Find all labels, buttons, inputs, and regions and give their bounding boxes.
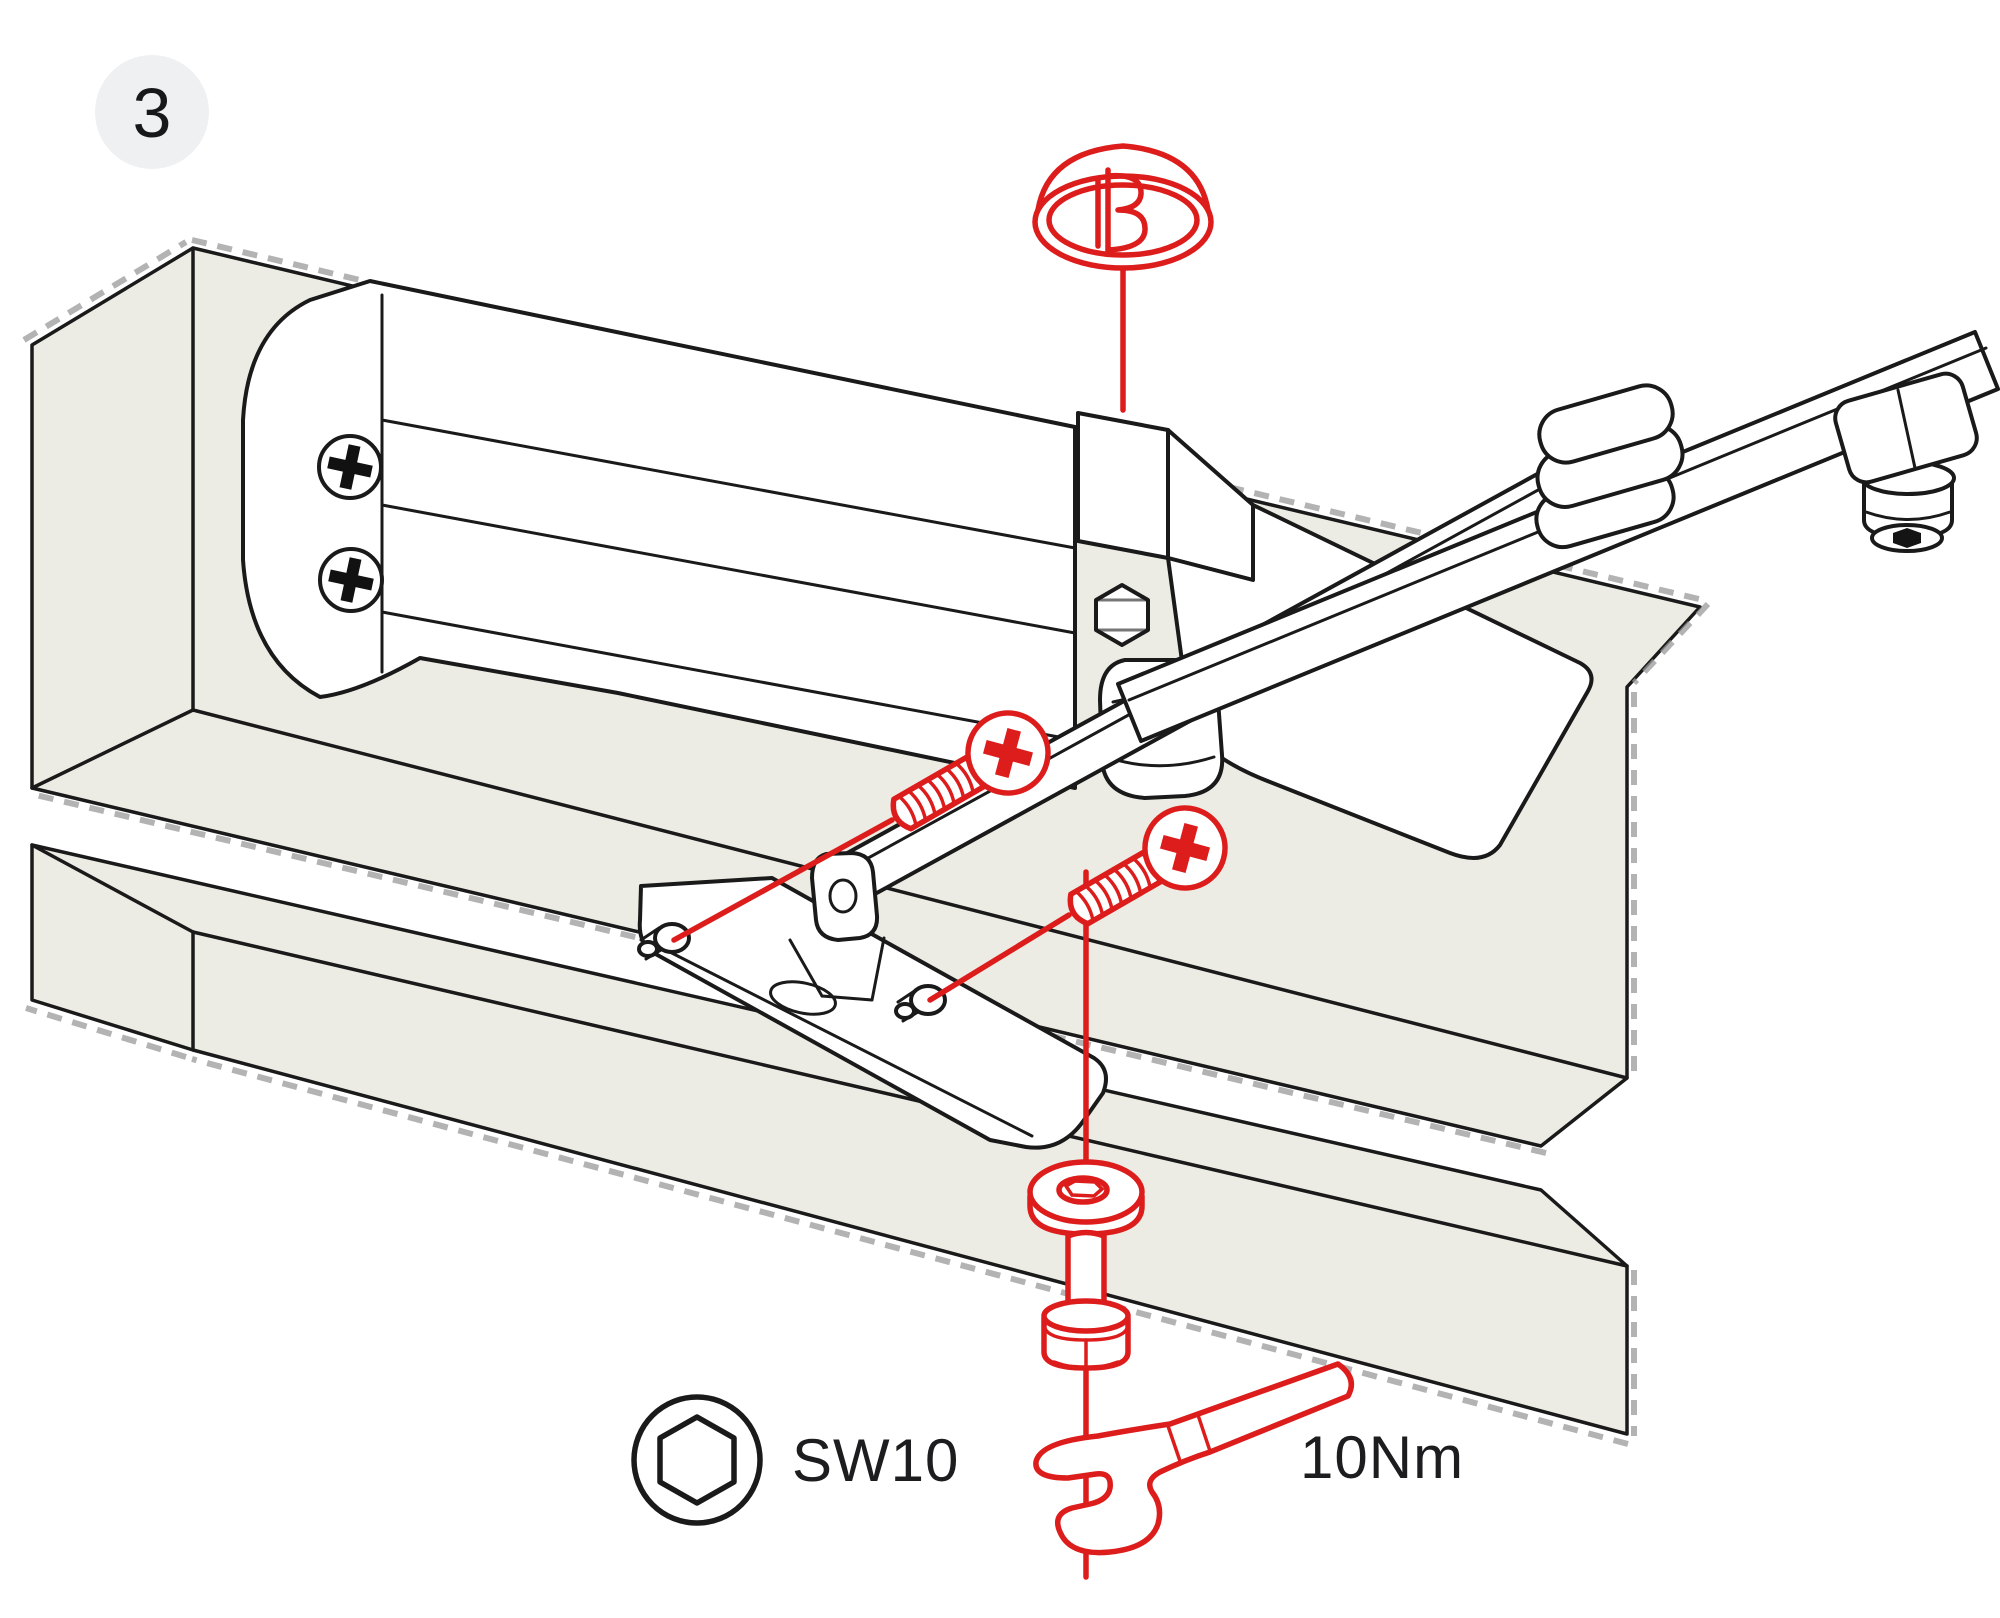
- cover-cap: [1032, 143, 1214, 271]
- bolt-shaft: [1065, 1229, 1107, 1315]
- pinion-boss: [1076, 411, 1170, 560]
- door-top-near-edge: [191, 930, 1629, 1268]
- adjuster-step: [1864, 510, 1952, 521]
- adjuster-plate-split: [1896, 388, 1917, 470]
- bracket-pivot-hole: [828, 878, 858, 914]
- bracket-plate-edge: [656, 944, 1034, 1138]
- cover-cap-inner-rim: [1046, 182, 1200, 258]
- bracket-pin-left: [637, 922, 691, 961]
- bracket-slot: [769, 980, 837, 1016]
- arm-end-adjuster: [1833, 371, 1979, 553]
- pinion-hex-nut-facet: [1094, 598, 1150, 632]
- bracket-gusset: [788, 936, 886, 1002]
- arm-elbow-joint: [1534, 383, 1685, 550]
- open-end-wrench: [1033, 1361, 1355, 1556]
- cover-cap-slot: [1095, 167, 1148, 255]
- torque-label: 10Nm: [1300, 1424, 1464, 1491]
- door-closer-body: [241, 279, 1594, 860]
- bracket-pivot-lug: [810, 851, 880, 942]
- frame-bottom-near-edge: [191, 708, 1629, 1080]
- frame-bottom-left-edge: [30, 708, 195, 790]
- bolt-flange: [1041, 1298, 1131, 1334]
- body-rib-3: [380, 610, 1077, 742]
- closer-body-shell: [241, 279, 1077, 790]
- bracket-plate: [637, 876, 1108, 1150]
- washer: [1027, 1159, 1145, 1237]
- tool-size-label: SW10: [792, 1427, 959, 1494]
- step-badge-circle: [95, 55, 209, 169]
- adjuster-hex-hole: [1893, 528, 1921, 548]
- end-cap-screw-top: [317, 434, 383, 500]
- hex-socket-icon: [631, 1394, 763, 1526]
- hex-socket-icon-hexagon: [657, 1414, 737, 1506]
- tool-size-callout: SW10: [631, 1394, 959, 1526]
- fixing-screw-upper: [890, 710, 1051, 832]
- guide-line-upper-screw: [671, 817, 895, 943]
- door-top-left-edge: [30, 843, 195, 934]
- elbow-ring-top: [1537, 383, 1675, 465]
- hex-bolt: [1041, 1229, 1131, 1371]
- body-rib-2: [380, 503, 1077, 635]
- pinion-hex-nut: [1094, 583, 1150, 647]
- shadow-hatch: [22, 237, 1711, 1447]
- door-front-face: [30, 843, 1629, 1436]
- mounting-bracket: [637, 851, 1108, 1150]
- door-leaf-block: [30, 843, 1629, 1436]
- body-rib-1: [380, 418, 1077, 550]
- guide-line-lower-screw: [927, 912, 1072, 1003]
- step-number: 3: [133, 74, 172, 152]
- end-cap-screw-bottom: [318, 547, 384, 613]
- torque-callout: 10Nm: [1300, 1424, 1464, 1491]
- step-badge: 3: [95, 55, 209, 169]
- pinion-boss-bevel: [1166, 428, 1255, 582]
- fixing-screw-lower: [1067, 805, 1228, 927]
